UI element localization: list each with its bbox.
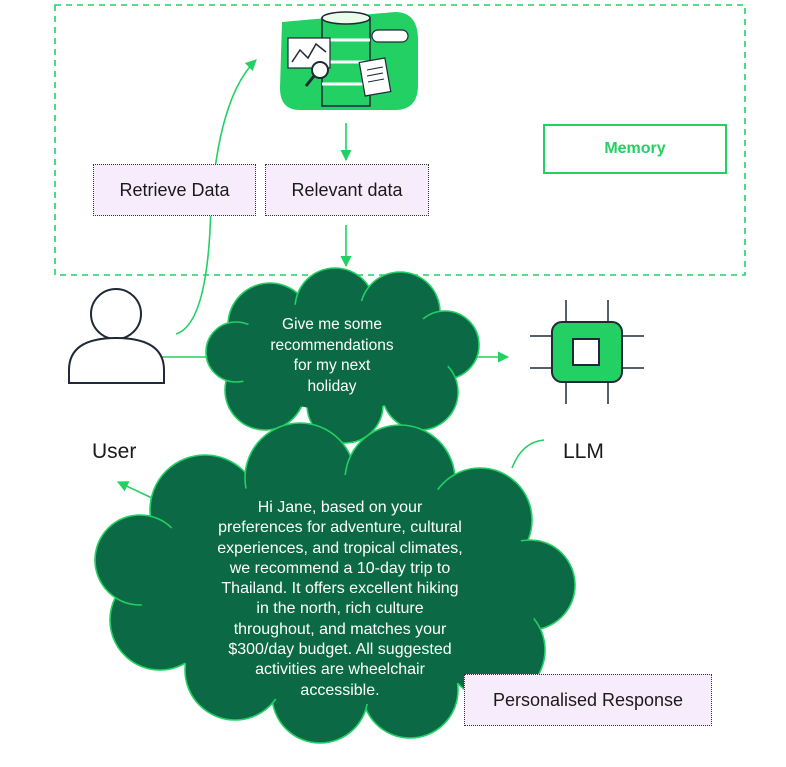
relevant-data-label: Relevant data (265, 164, 429, 216)
database-icon (280, 11, 418, 110)
chip-icon (530, 300, 644, 404)
user-label: User (92, 440, 137, 463)
memory-region (54, 4, 746, 276)
llm-label: LLM (563, 440, 604, 463)
prompt-text: Give me some recommendations for my next… (270, 316, 394, 395)
memory-label: Memory (543, 124, 727, 174)
arrow-llm-to-response (511, 439, 545, 469)
user-icon (68, 288, 165, 384)
arrow-user-to-retrieve (175, 59, 257, 335)
personalised-response-label: Personalised Response (464, 674, 712, 726)
response-text: Hi Jane, based on your preferences for a… (217, 499, 463, 699)
retrieve-data-label: Retrieve Data (93, 164, 256, 216)
arrow-response-to-user (116, 481, 153, 499)
